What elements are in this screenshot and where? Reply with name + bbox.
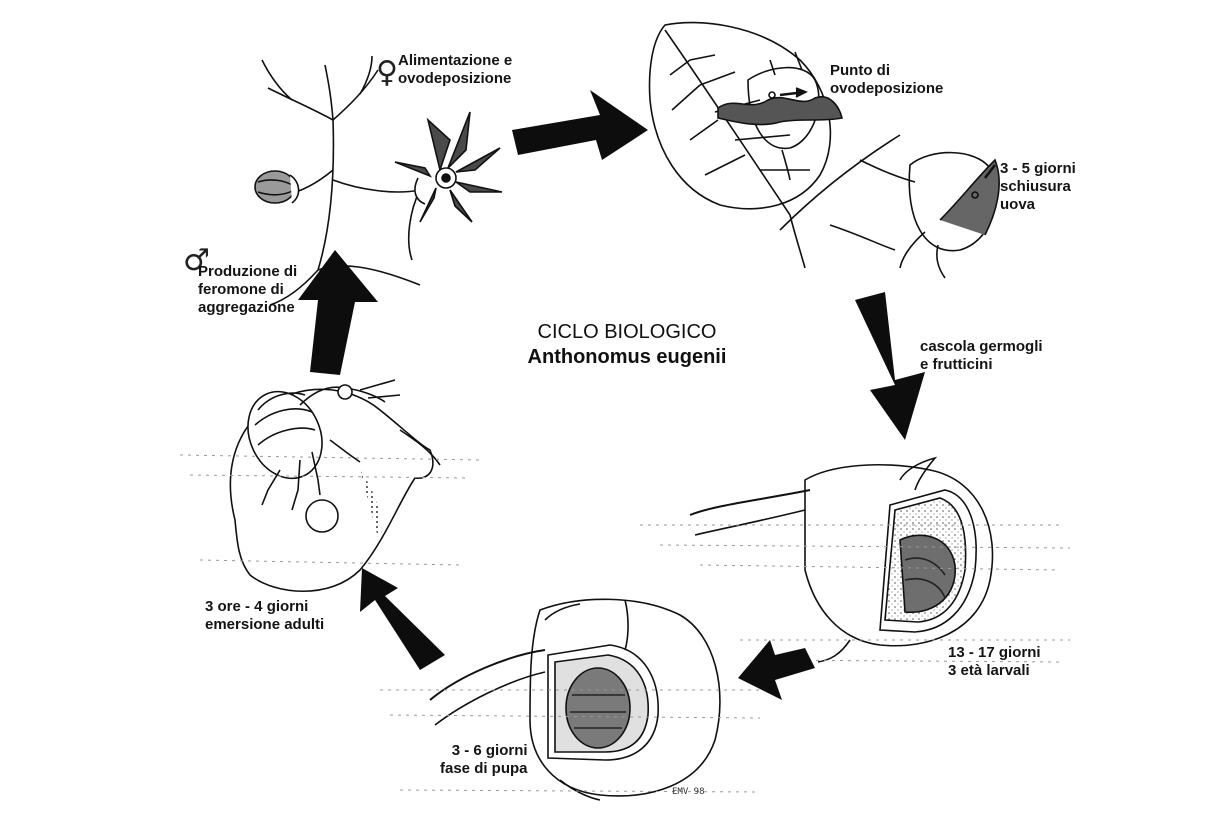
title-line-2: Anthonomus eugenii [517, 345, 737, 370]
label-line: feromone di [198, 281, 297, 299]
adult-weevil-emergence-illustration [180, 379, 480, 591]
label-line: schiusura [1000, 178, 1076, 196]
label-line: fase di pupa [440, 760, 528, 778]
label-larval-stages: 13 - 17 giorni 3 età larvali [948, 644, 1041, 680]
artist-signature: EMV 98 [672, 787, 705, 797]
label-line: ovodeposizione [830, 80, 943, 98]
arrow-lower-left [360, 568, 445, 670]
title-line-1: CICLO BIOLOGICO [517, 320, 737, 345]
label-adult-emergence: 3 ore - 4 giorni emersione adulti [205, 598, 324, 634]
arrow-top [512, 90, 648, 160]
label-pheromone-production: Produzione di feromone di aggregazione [198, 263, 297, 317]
label-feeding-oviposition: Alimentazione e ovodeposizione [398, 52, 512, 88]
diagram-title: CICLO BIOLOGICO Anthonomus eugenii [517, 320, 737, 370]
label-pupa-stage: 3 - 6 giorni fase di pupa [440, 742, 528, 778]
label-line: aggregazione [198, 299, 297, 317]
label-line: 3 - 5 giorni [1000, 160, 1076, 178]
label-line: 3 ore - 4 giorni [205, 598, 324, 616]
label-line: e frutticini [920, 356, 1043, 374]
label-line: uova [1000, 196, 1076, 214]
arrow-right [855, 292, 925, 440]
label-line: 3 - 6 giorni [440, 742, 528, 760]
label-egg-hatching: 3 - 5 giorni schiusura uova [1000, 160, 1076, 214]
label-line: 13 - 17 giorni [948, 644, 1041, 662]
label-line: Punto di [830, 62, 943, 80]
label-line: ovodeposizione [398, 70, 512, 88]
label-line: 3 età larvali [948, 662, 1041, 680]
label-oviposition-point: Punto di ovodeposizione [830, 62, 943, 98]
pupa-fruit-illustration [380, 599, 760, 800]
arrow-lower-right [738, 640, 815, 700]
dropped-fruit-larvae-illustration [640, 458, 1070, 662]
leaf-and-fruit-illustration [650, 23, 1000, 278]
label-line: Alimentazione e [398, 52, 512, 70]
female-symbol: ♀ [376, 58, 398, 88]
label-line: emersione adulti [205, 616, 324, 634]
label-fruit-drop: cascola germogli e frutticini [920, 338, 1043, 374]
label-line: Produzione di [198, 263, 297, 281]
label-line: cascola germogli [920, 338, 1043, 356]
